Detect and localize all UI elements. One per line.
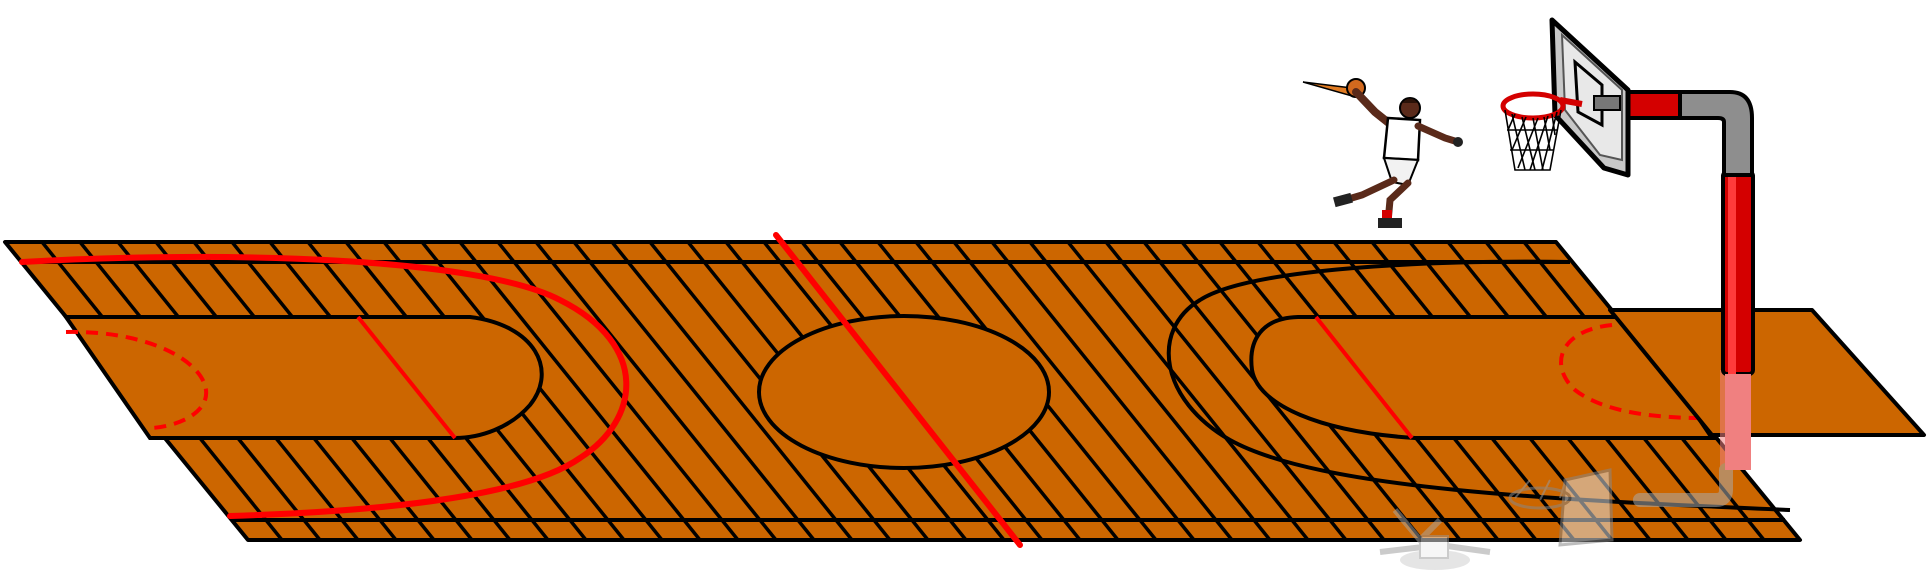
right-key: [1249, 315, 1716, 440]
floor-stripe: [534, 242, 778, 540]
basketball-hoop: [1500, 17, 1755, 470]
floor-stripe: [610, 242, 854, 540]
floor-stripe: [5, 242, 18, 540]
floor-stripe: [420, 242, 664, 540]
center-circle: [757, 314, 1051, 470]
left-restricted-arc: [65, 329, 209, 430]
left-free-throw-line: [356, 315, 457, 440]
hoop-net: [1504, 109, 1562, 171]
player-reflection: [1379, 508, 1491, 570]
floor-stripe: [572, 242, 816, 540]
right-restricted-arc: [1559, 323, 1703, 420]
basketball-court: [3, 232, 1802, 548]
floor-stripe: [458, 242, 702, 540]
floor-stripe: [1104, 242, 1348, 540]
basketball-player: [1302, 78, 1463, 228]
left-key: [62, 315, 544, 440]
left-three-point-line: [19, 253, 630, 519]
floor-stripe: [990, 242, 1234, 540]
floor-stripe: [1066, 242, 1310, 540]
center-line: [773, 232, 1023, 548]
right-free-throw-line: [1314, 315, 1414, 440]
floor-stripe: [952, 242, 1196, 540]
hoop-pole: [1721, 170, 1755, 376]
floor-stripe: [1028, 242, 1272, 540]
player-jersey: [1382, 116, 1422, 162]
